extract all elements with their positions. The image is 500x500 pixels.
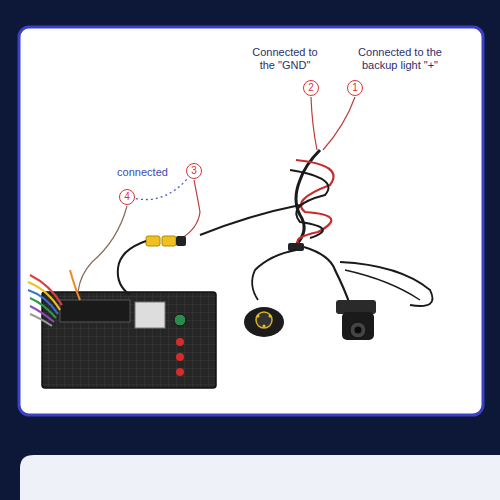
- illustration-part: [174, 314, 186, 326]
- callout-number: 4: [119, 189, 135, 205]
- callout-heading: Connected to the "GND": [248, 46, 322, 72]
- illustration-part: [244, 307, 284, 337]
- illustration-part: [176, 353, 184, 361]
- illustration-part: [70, 270, 80, 300]
- illustration-part: [288, 243, 304, 251]
- callout-number: 3: [186, 163, 202, 179]
- illustration-part: [42, 292, 216, 388]
- illustration-part: [30, 314, 52, 326]
- head-unit: [42, 292, 216, 388]
- illustration-part: [200, 205, 300, 235]
- illustration-part: [28, 290, 58, 314]
- illustration-part: [78, 206, 127, 292]
- callout-node: 3: [186, 163, 202, 179]
- illustration-part: [263, 325, 266, 328]
- illustration-part: [118, 241, 146, 295]
- callout-node: Connected to the backup light "+" 1: [347, 46, 452, 96]
- illustration-part: [176, 236, 186, 246]
- illustration-part: [304, 247, 350, 305]
- illustration-part: [290, 170, 328, 238]
- harness-wires: [28, 270, 80, 326]
- dotted-connector: [136, 178, 188, 200]
- illustration-part: [182, 180, 200, 238]
- callout-node: Connected to the "GND" 2: [248, 46, 322, 96]
- illustration-part: [311, 97, 317, 150]
- illustration-part: [256, 312, 272, 328]
- callout-node: 4: [119, 189, 135, 205]
- illustration-part: [162, 236, 176, 246]
- callout-number: 1: [347, 80, 363, 96]
- illustration-part: [355, 327, 362, 334]
- camera-cable: [200, 150, 433, 306]
- white-panel: [19, 27, 483, 415]
- illustration-part: [350, 322, 366, 338]
- connector-label: connected: [116, 166, 169, 179]
- illustration-part: [60, 300, 130, 322]
- rca-connectors: [118, 236, 186, 295]
- illustration-part: [176, 368, 184, 376]
- buzzer: [244, 307, 284, 337]
- illustration-part: [146, 236, 160, 246]
- illustration-part: [323, 97, 355, 150]
- illustration-part: [340, 262, 433, 306]
- illustration-part: [342, 312, 374, 340]
- camera: [336, 300, 376, 340]
- callout-heading: Connected to the backup light "+": [348, 46, 452, 72]
- illustration-part: [135, 302, 165, 328]
- lower-panel: [20, 455, 500, 500]
- illustration-part: [336, 300, 376, 314]
- illustration-part: [176, 338, 184, 346]
- illustration-part: [345, 270, 420, 300]
- illustration-part: [269, 315, 272, 318]
- callout-number: 2: [303, 80, 319, 96]
- illustration-part: [252, 250, 296, 300]
- illustration-part: [257, 315, 260, 318]
